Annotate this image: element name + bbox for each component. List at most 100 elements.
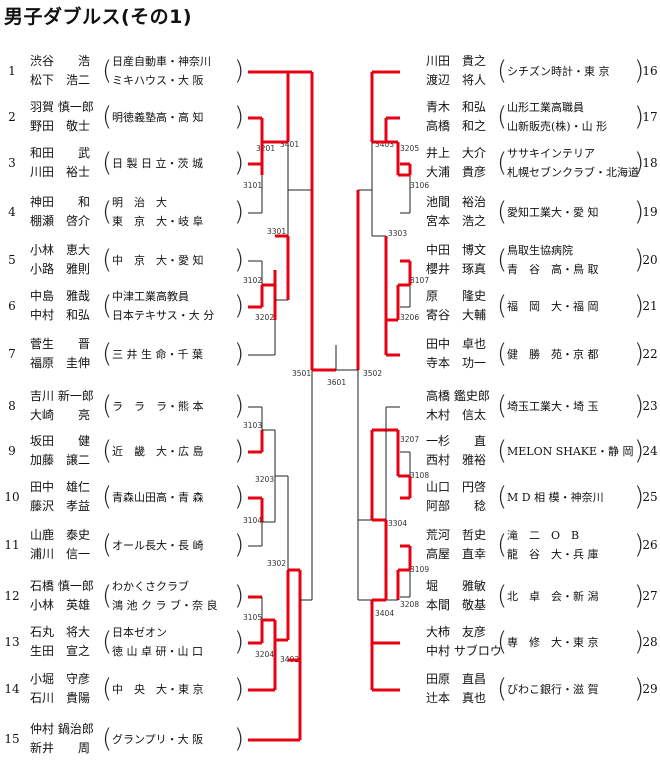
player-names: 荒河 哲史高屋 直幸 xyxy=(426,526,486,564)
affiliation-bracket-close: ) xyxy=(634,391,645,421)
player-1-name: 菅生 晋 xyxy=(30,337,91,351)
affiliation: 専 修 大・東 京 xyxy=(507,633,599,652)
player-2-name: 辻本 真也 xyxy=(426,691,487,705)
affiliation: 日 製 日 立・茨 城 xyxy=(112,154,203,173)
affiliation-bracket: ( xyxy=(102,674,113,704)
match-label: 3206 xyxy=(400,313,419,322)
affiliation: わかくさクラブ鴻 池 ク ラ ブ・奈 良 xyxy=(112,577,217,615)
entry-number: 22 xyxy=(642,347,658,361)
player-names: 青木 和弘高橋 和之 xyxy=(426,98,486,136)
player-2-name: 渡辺 将人 xyxy=(426,73,487,87)
player-2-name: 野田 敬士 xyxy=(30,119,91,133)
player-names: 吉川 新一郎大崎 亮 xyxy=(30,387,94,425)
affiliation-bracket: ( xyxy=(102,627,113,657)
player-names: 石丸 将大生田 宣之 xyxy=(30,623,90,661)
affiliation-bracket: ( xyxy=(497,56,508,86)
affiliation-bracket: ( xyxy=(102,291,113,321)
match-label: 3103 xyxy=(243,421,262,430)
affiliation-bracket-close: ) xyxy=(634,197,645,227)
entry-number: 18 xyxy=(642,156,658,170)
entry-number: 6 xyxy=(8,299,16,313)
affiliation-bracket: ( xyxy=(497,391,508,421)
affiliation-line: 青森山田高・青 森 xyxy=(112,491,204,504)
affiliation: 明 治 大東 京 大・岐 阜 xyxy=(112,193,204,231)
player-1-name: 中田 博文 xyxy=(426,243,487,257)
match-label: 3302 xyxy=(267,559,286,568)
entry-number: 25 xyxy=(642,490,658,504)
affiliation: 中 央 大・東 京 xyxy=(112,680,204,699)
affiliation-bracket: ( xyxy=(497,436,508,466)
affiliation-bracket-close: ) xyxy=(634,56,645,86)
affiliation-line: 札幌セブンクラブ・北海道 xyxy=(507,166,639,179)
player-2-name: 加藤 譲二 xyxy=(30,453,91,467)
player-2-name: 石川 貴陽 xyxy=(30,691,91,705)
affiliation-bracket: ( xyxy=(102,581,113,611)
player-1-name: 井上 大介 xyxy=(426,146,487,160)
player-2-name: 宮本 浩之 xyxy=(426,214,487,228)
player-2-name: 櫻井 琢真 xyxy=(426,262,487,276)
affiliation-bracket: ( xyxy=(497,148,508,178)
affiliation-bracket: ( xyxy=(497,627,508,657)
player-names: 井上 大介大浦 貴彦 xyxy=(426,144,486,182)
entry-number: 10 xyxy=(4,490,20,504)
player-names: 渋谷 浩松下 浩二 xyxy=(30,52,90,90)
match-label: 3106 xyxy=(410,181,429,190)
player-1-name: 羽賀 慎一郎 xyxy=(30,100,94,114)
affiliation-bracket-close: ) xyxy=(234,724,245,754)
player-2-name: 生田 宣之 xyxy=(30,644,91,658)
affiliation-bracket-close: ) xyxy=(234,530,245,560)
player-1-name: 神田 和 xyxy=(30,195,91,209)
player-1-name: 大柿 友彦 xyxy=(426,625,487,639)
affiliation-bracket-close: ) xyxy=(234,391,245,421)
player-names: 仲村 鍋治郎新井 周 xyxy=(30,720,94,758)
player-1-name: 田原 直昌 xyxy=(426,672,487,686)
affiliation-bracket-close: ) xyxy=(634,339,645,369)
player-1-name: 石橋 慎一郎 xyxy=(30,579,94,593)
player-1-name: 高橋 鑑史郎 xyxy=(426,389,490,403)
player-2-name: 西村 雅裕 xyxy=(426,453,487,467)
affiliation-bracket-close: ) xyxy=(234,291,245,321)
affiliation-line: 滝 二 O B xyxy=(507,529,580,542)
affiliation: MELON SHAKE・静 岡 xyxy=(507,442,634,461)
player-2-name: 大浦 貴彦 xyxy=(426,165,487,179)
affiliation-bracket: ( xyxy=(497,581,508,611)
affiliation: 近 畿 大・広 島 xyxy=(112,442,204,461)
affiliation-line: 三 井 生 命・千 葉 xyxy=(112,348,203,361)
player-1-name: 青木 和弘 xyxy=(426,100,487,114)
affiliation-bracket: ( xyxy=(102,339,113,369)
affiliation-line: ミキハウス・大 阪 xyxy=(112,74,204,87)
affiliation-line: 鳥取生協病院 xyxy=(507,244,573,257)
affiliation-bracket: ( xyxy=(497,291,508,321)
affiliation-line: M D 相 模・神奈川 xyxy=(507,491,604,504)
entry-number: 16 xyxy=(642,64,658,78)
player-1-name: 荒河 哲史 xyxy=(426,528,487,542)
affiliation-bracket: ( xyxy=(102,56,113,86)
match-label: 3501 xyxy=(292,369,311,378)
player-2-name: 新井 周 xyxy=(30,741,91,755)
affiliation-line: 徳 山 卓 研・山 口 xyxy=(112,645,203,658)
entry-number: 13 xyxy=(4,635,20,649)
affiliation-bracket-close: ) xyxy=(234,581,245,611)
affiliation-bracket-close: ) xyxy=(634,436,645,466)
affiliation-bracket: ( xyxy=(102,530,113,560)
entry-number: 23 xyxy=(642,399,658,413)
entry-number: 19 xyxy=(642,205,658,219)
player-names: 池間 裕治宮本 浩之 xyxy=(426,193,486,231)
affiliation-bracket-close: ) xyxy=(634,291,645,321)
entry-number: 2 xyxy=(8,110,16,124)
affiliation: 三 井 生 命・千 葉 xyxy=(112,345,203,364)
entry-number: 5 xyxy=(8,253,16,267)
match-label: 3205 xyxy=(400,144,419,153)
affiliation-bracket: ( xyxy=(102,436,113,466)
player-2-name: 小路 雅則 xyxy=(30,262,91,276)
match-label: 3202 xyxy=(255,313,274,322)
